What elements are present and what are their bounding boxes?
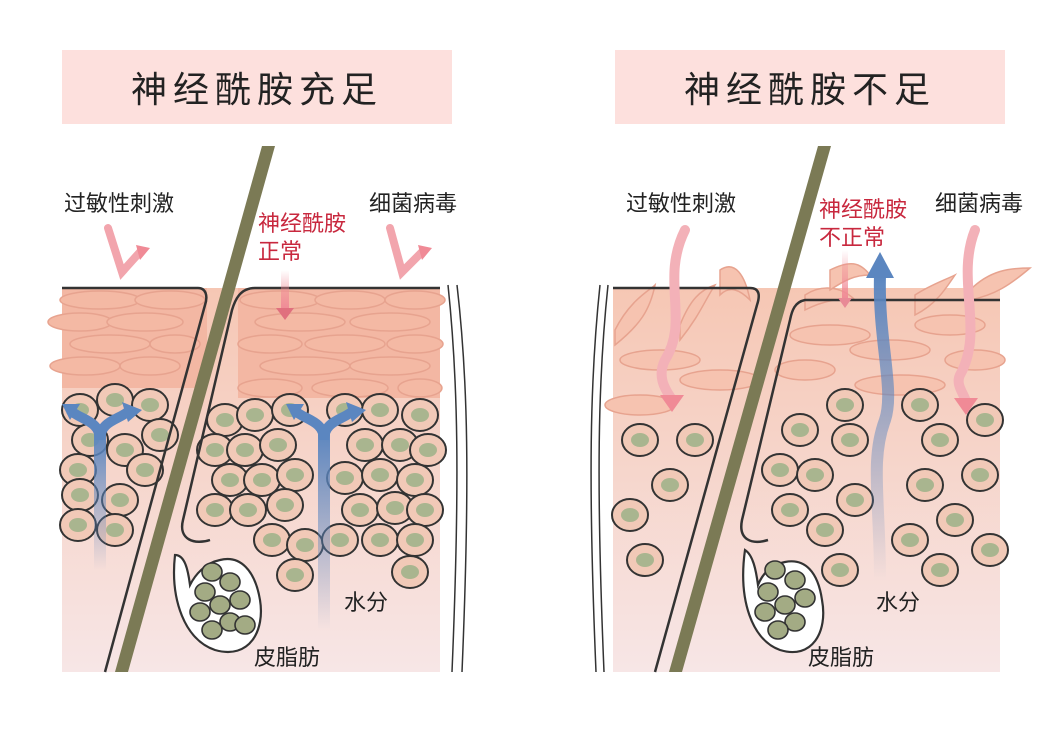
right-bacteria-virus-label: 细菌病毒 — [935, 186, 1023, 218]
right-ceramide-status-line2: 不正常 — [819, 226, 885, 252]
right-water-label: 水分 — [876, 585, 920, 617]
left-bacteria-virus-label: 细菌病毒 — [369, 186, 457, 218]
left-ceramide-status-line2: 正常 — [258, 240, 302, 266]
right-sebum-label: 皮脂肪 — [808, 640, 874, 672]
left-allergic-stimulus-label: 过敏性刺激 — [64, 186, 174, 218]
left-corneum-layer — [48, 288, 445, 398]
left-ceramide-arrow — [281, 270, 289, 310]
right-panel-dry-skin — [591, 146, 1030, 672]
left-water-label: 水分 — [344, 585, 388, 617]
left-irritant-bounce-arrow — [108, 228, 140, 272]
right-allergic-stimulus-label: 过敏性刺激 — [626, 186, 736, 218]
left-sebum-label: 皮脂肪 — [254, 640, 320, 672]
left-ceramide-status-line1: 神经酰胺 — [258, 212, 346, 238]
right-ceramide-status-line1: 神经酰胺 — [819, 198, 907, 224]
left-bacteria-bounce-arrow — [390, 228, 422, 272]
right-ceramide-arrow — [842, 250, 848, 300]
